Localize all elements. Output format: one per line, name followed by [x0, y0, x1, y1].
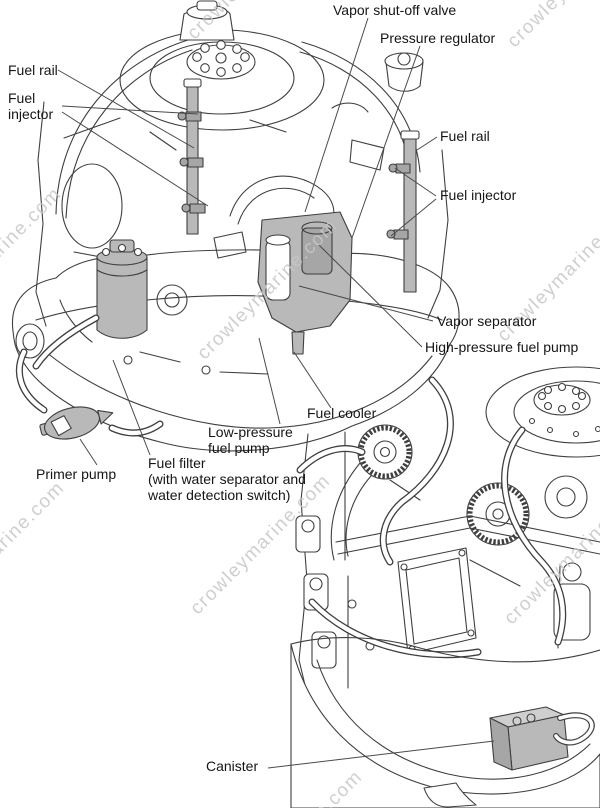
- leader-fuel-rail-left: [57, 69, 195, 149]
- leader-primer-pump: [79, 438, 98, 466]
- flywheel: [119, 29, 325, 131]
- label-canister: Canister: [206, 758, 259, 774]
- fuel-injector-right-part: [386, 163, 411, 240]
- fuel-rail-right-part: [400, 130, 420, 293]
- label-pressure-regulator: Pressure regulator: [380, 30, 496, 46]
- label-fuel-filter: Fuel filter (with water separator and wa…: [148, 455, 306, 504]
- leader-fuel-injector-right-2: [390, 198, 437, 237]
- leader-fuel-injector-left-1: [61, 105, 199, 115]
- leader-vapor-separator: [298, 285, 434, 322]
- ignition-coils: [295, 515, 337, 669]
- flywheel-2: [485, 366, 600, 458]
- leader-fuel-injector-right-1: [394, 167, 437, 197]
- label-vapor-shut-off-valve: Vapor shut-off valve: [333, 2, 457, 18]
- low-pressure-pump-part: [265, 239, 291, 301]
- leader-fuel-filter: [112, 359, 151, 456]
- label-low-pressure-fuel-pump: Low-pressure fuel pump: [208, 424, 293, 457]
- pulley: [544, 475, 588, 519]
- leader-vapor-shut-off-valve: [304, 17, 369, 213]
- engine-bottom-illustration: [290, 366, 600, 808]
- ecu-box: [397, 547, 477, 655]
- label-fuel-injector-right: Fuel injector: [440, 187, 517, 203]
- leader-pressure-regulator: [351, 45, 421, 239]
- high-pressure-pump-part: [301, 221, 333, 275]
- leader-low-pressure-pump: [258, 337, 281, 425]
- label-primer-pump: Primer pump: [36, 466, 117, 482]
- timing-pulley: [357, 424, 413, 480]
- fuel-injector-left-part: [177, 111, 206, 214]
- label-fuel-rail-right: Fuel rail: [440, 128, 490, 144]
- timing-gear: [466, 482, 530, 546]
- label-vapor-separator: Vapor separator: [437, 313, 537, 329]
- leader-canister: [267, 740, 495, 769]
- leader-fuel-rail-right: [416, 136, 438, 151]
- label-high-pressure-fuel-pump: High-pressure fuel pump: [425, 339, 579, 355]
- label-fuel-rail-left: Fuel rail: [8, 62, 58, 78]
- label-fuel-injector-left: Fuel injector: [8, 90, 54, 123]
- primer-pump-part: [39, 406, 114, 440]
- leader-lines: [57, 17, 495, 769]
- label-fuel-cooler: Fuel cooler: [307, 405, 377, 421]
- engine-top-illustration: [11, 0, 460, 452]
- canister-part: [489, 706, 595, 771]
- leader-fuel-injector-left-2: [61, 111, 209, 207]
- fuel-filter-part: [96, 239, 148, 339]
- leader-fuel-cooler: [293, 351, 332, 409]
- leader-high-pressure-pump: [317, 243, 423, 348]
